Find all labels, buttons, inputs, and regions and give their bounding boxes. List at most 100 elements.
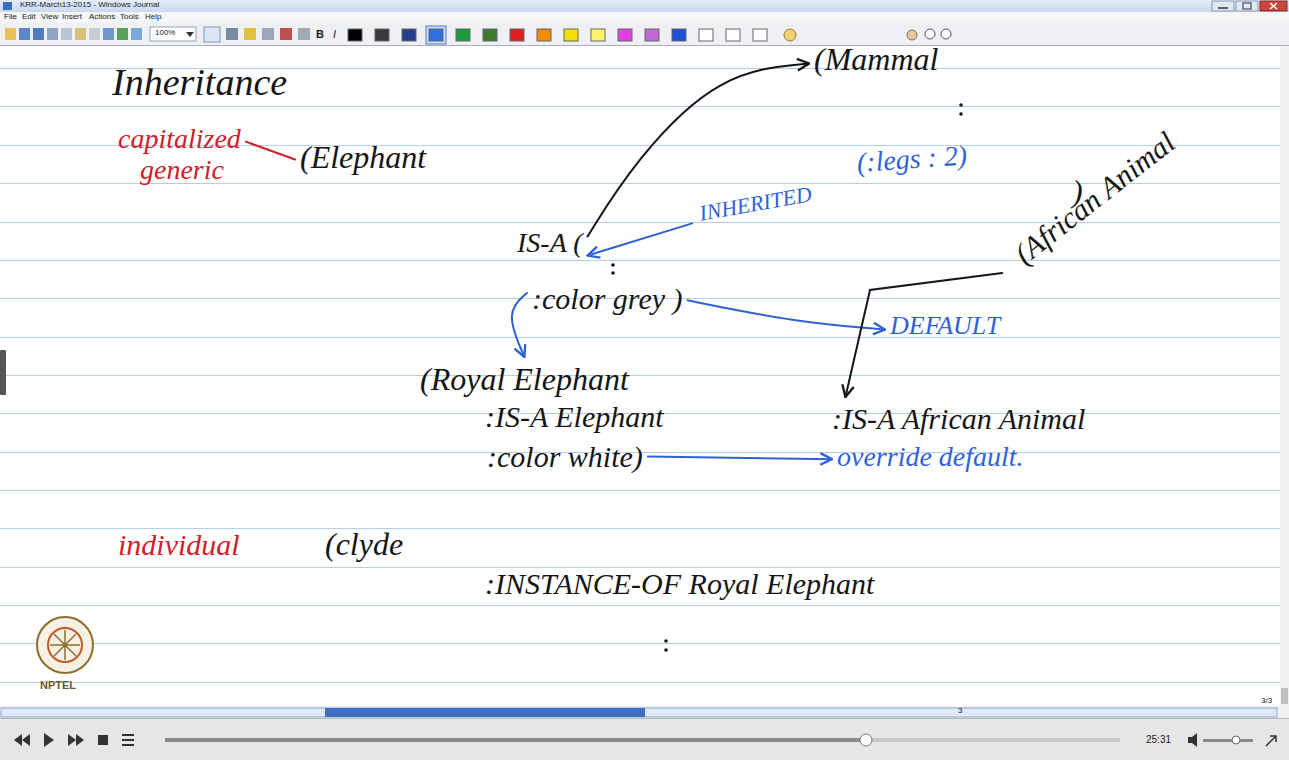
ellipsis-dot: [959, 103, 963, 107]
volume-icon: [1188, 733, 1197, 747]
volume-track: [1203, 739, 1253, 742]
ruled-line: [0, 490, 1280, 491]
journal-page: [0, 46, 1280, 706]
toolbar-icon: [33, 28, 44, 40]
logo-text: NPTEL: [40, 679, 76, 691]
page-strip: [0, 706, 1289, 718]
toolbar-icon: [131, 28, 142, 40]
frame-head: (Royal Elephant: [418, 360, 631, 399]
menu-item: Tools: [120, 13, 139, 22]
menu-item: Actions: [89, 13, 115, 22]
node-text: IS-A (: [517, 228, 583, 259]
stop-button: [98, 735, 108, 745]
ruled-line: [0, 605, 1280, 606]
italic-button: I: [333, 28, 336, 40]
color-swatch: [456, 29, 470, 41]
dash-link: [246, 142, 295, 160]
ellipsis-dot: [611, 271, 615, 275]
pan-tool: [907, 30, 917, 40]
page-bar: [1, 708, 1277, 717]
node-text: generic: [140, 155, 241, 186]
eraser-tool: [262, 28, 274, 40]
select-tool: [280, 28, 292, 40]
toolbar-border: [0, 45, 1289, 46]
menu-bar: [0, 12, 1289, 23]
player-bar: [0, 718, 1289, 760]
ruled-line: [0, 260, 1280, 261]
inherit-down-arrow: [512, 293, 527, 357]
slot-text: :color grey ): [530, 280, 685, 317]
selected-swatch-frame: [426, 26, 446, 44]
flag-tool: [298, 28, 310, 40]
color-swatch: [618, 29, 632, 41]
maximize-glyph: [1243, 3, 1251, 9]
node-text: (Royal Elephant: [420, 362, 629, 397]
close-glyph: [1270, 3, 1277, 9]
annotation: DEFAULT: [888, 310, 1002, 343]
toolbar-icon: [19, 28, 30, 40]
menu-item: View: [41, 13, 58, 22]
toolbar-icon: [103, 28, 114, 40]
node-text: :IS-A African Animal: [832, 402, 1085, 435]
color-swatch: [564, 29, 578, 41]
time-display: 25:31: [1146, 734, 1171, 745]
individual-note: individual: [118, 528, 240, 561]
generic-note: capitalizedgeneric: [116, 122, 243, 188]
combo-arrow: [186, 32, 194, 37]
ruled-line: [0, 337, 1280, 338]
color-swatch: [537, 29, 551, 41]
minimize-button: [1212, 1, 1234, 11]
forward-button: [68, 734, 84, 746]
color-swatch: [375, 29, 389, 41]
ellipsis-dot: [611, 263, 615, 267]
toolbar-icon: [61, 28, 72, 40]
menu-item: Insert: [62, 13, 82, 22]
color-swatch: [726, 29, 740, 41]
ruled-line: [0, 682, 1280, 683]
seek-knob: [860, 734, 872, 746]
color-swatch: [429, 29, 443, 41]
ellipsis-dot: [664, 648, 668, 652]
color-swatch: [348, 29, 362, 41]
scrollbar: [1280, 46, 1289, 706]
rewind-button: [14, 734, 30, 746]
page-number: 3: [958, 707, 962, 716]
slot-text: :IS-A Elephant: [485, 400, 664, 433]
frame-head: (Mammal: [812, 40, 940, 79]
title-bar: [0, 0, 1289, 12]
bold-button: B: [316, 28, 324, 40]
volume-knob: [1232, 736, 1240, 744]
node-text: override default.: [837, 442, 1024, 473]
page-heading: Inheritance: [112, 62, 287, 104]
play-button: [44, 733, 54, 747]
node-text: (Mammal: [814, 42, 938, 77]
ruled-line: [0, 375, 1280, 376]
color-swatch: [510, 29, 524, 41]
slot-text: :IS-A African Animal: [830, 400, 1087, 437]
toolbar-icon: [47, 28, 58, 40]
zoom-combo: [150, 27, 196, 41]
annotation: override default.: [835, 440, 1026, 475]
toolbar: [0, 23, 1289, 46]
menu-item: Help: [145, 13, 161, 22]
page-count: 3/3: [1261, 697, 1272, 706]
node-text: DEFAULT: [890, 312, 1000, 341]
color-swatch: [402, 29, 416, 41]
zoom-value: 100%: [155, 29, 175, 38]
menu-button: [122, 735, 134, 745]
slot-text: :color white): [485, 438, 645, 475]
node-text: :color white): [487, 440, 643, 473]
toolbar-icon: [89, 28, 100, 40]
node-text: capitalized: [118, 124, 241, 155]
side-tab: [0, 350, 6, 395]
toolbar-icon: [75, 28, 86, 40]
slot-text: :INSTANCE-OF Royal Elephant: [485, 567, 874, 600]
seek-track: [165, 738, 1120, 742]
nptel-logo-star: [50, 630, 80, 660]
color-swatch: [672, 29, 686, 41]
zoom-out: [941, 29, 951, 39]
zoom-in: [925, 29, 935, 39]
pen-tool: [226, 28, 238, 40]
